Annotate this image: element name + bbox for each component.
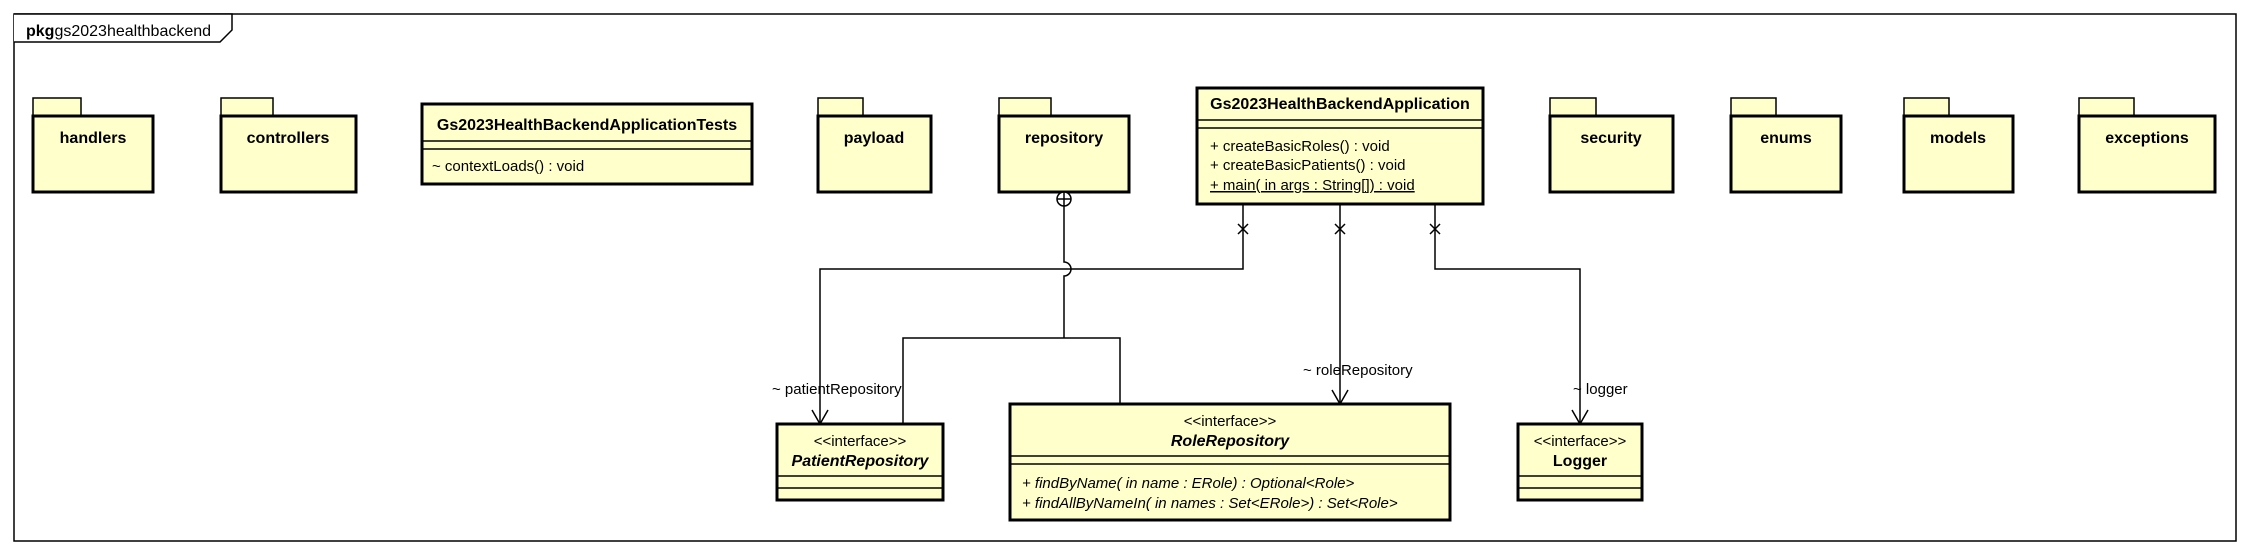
operation-static: + main( in args : String[]) : void [1210, 177, 1415, 194]
association-role-repository: ~ roleRepository [1303, 204, 1413, 406]
package-exceptions[interactable]: exceptions [2077, 97, 2217, 194]
interface-patient-repository[interactable]: <<interface>> PatientRepository [775, 422, 945, 502]
class-application[interactable]: Gs2023HealthBackendApplication + createB… [1195, 86, 1485, 206]
package-payload[interactable]: payload [816, 97, 933, 194]
stereotype: <<interface>> [1534, 433, 1627, 450]
package-label: models [1930, 130, 1986, 147]
stereotype: <<interface>> [814, 433, 907, 450]
operation: + createBasicRoles() : void [1210, 138, 1390, 155]
association-logger: ~ logger [1429, 204, 1628, 426]
operation: + createBasicPatients() : void [1210, 157, 1406, 174]
operation: + findAllByNameIn( in names : Set<ERole>… [1022, 495, 1398, 512]
interface-name: RoleRepository [1171, 433, 1290, 450]
package-handlers[interactable]: handlers [31, 97, 155, 194]
package-enums[interactable]: enums [1729, 97, 1843, 194]
package-label: enums [1760, 130, 1812, 147]
interface-name: PatientRepository [792, 453, 930, 470]
class-application-tests[interactable]: Gs2023HealthBackendApplicationTests ~ co… [420, 102, 754, 186]
interface-name: Logger [1553, 453, 1607, 470]
package-label: payload [844, 130, 904, 147]
interface-logger[interactable]: <<interface>> Logger [1516, 422, 1644, 502]
class-name: Gs2023HealthBackendApplicationTests [437, 117, 737, 134]
package-label: controllers [247, 130, 330, 147]
package-label: exceptions [2105, 130, 2189, 147]
package-label: repository [1025, 130, 1103, 147]
package-label: handlers [60, 130, 127, 147]
package-models[interactable]: models [1902, 97, 2015, 194]
interface-role-repository[interactable]: <<interface>> RoleRepository + findByNam… [1008, 402, 1452, 522]
operation: ~ contextLoads() : void [432, 158, 584, 175]
stereotype: <<interface>> [1184, 413, 1277, 430]
frame-title: pkggs2023healthbackend [26, 23, 211, 40]
role-label: ~ logger [1573, 381, 1628, 398]
class-name: Gs2023HealthBackendApplication [1210, 96, 1470, 113]
role-label: ~ patientRepository [772, 381, 902, 398]
package-repository[interactable]: repository [997, 97, 1131, 194]
frame-tab [14, 13, 233, 43]
package-label: security [1580, 130, 1641, 147]
package-security[interactable]: security [1548, 97, 1675, 194]
role-label: ~ roleRepository [1303, 362, 1413, 379]
association-patient-repository: ~ patientRepository [772, 204, 1249, 426]
operation: + findByName( in name : ERole) : Optiona… [1022, 475, 1354, 492]
package-controllers[interactable]: controllers [219, 97, 358, 194]
